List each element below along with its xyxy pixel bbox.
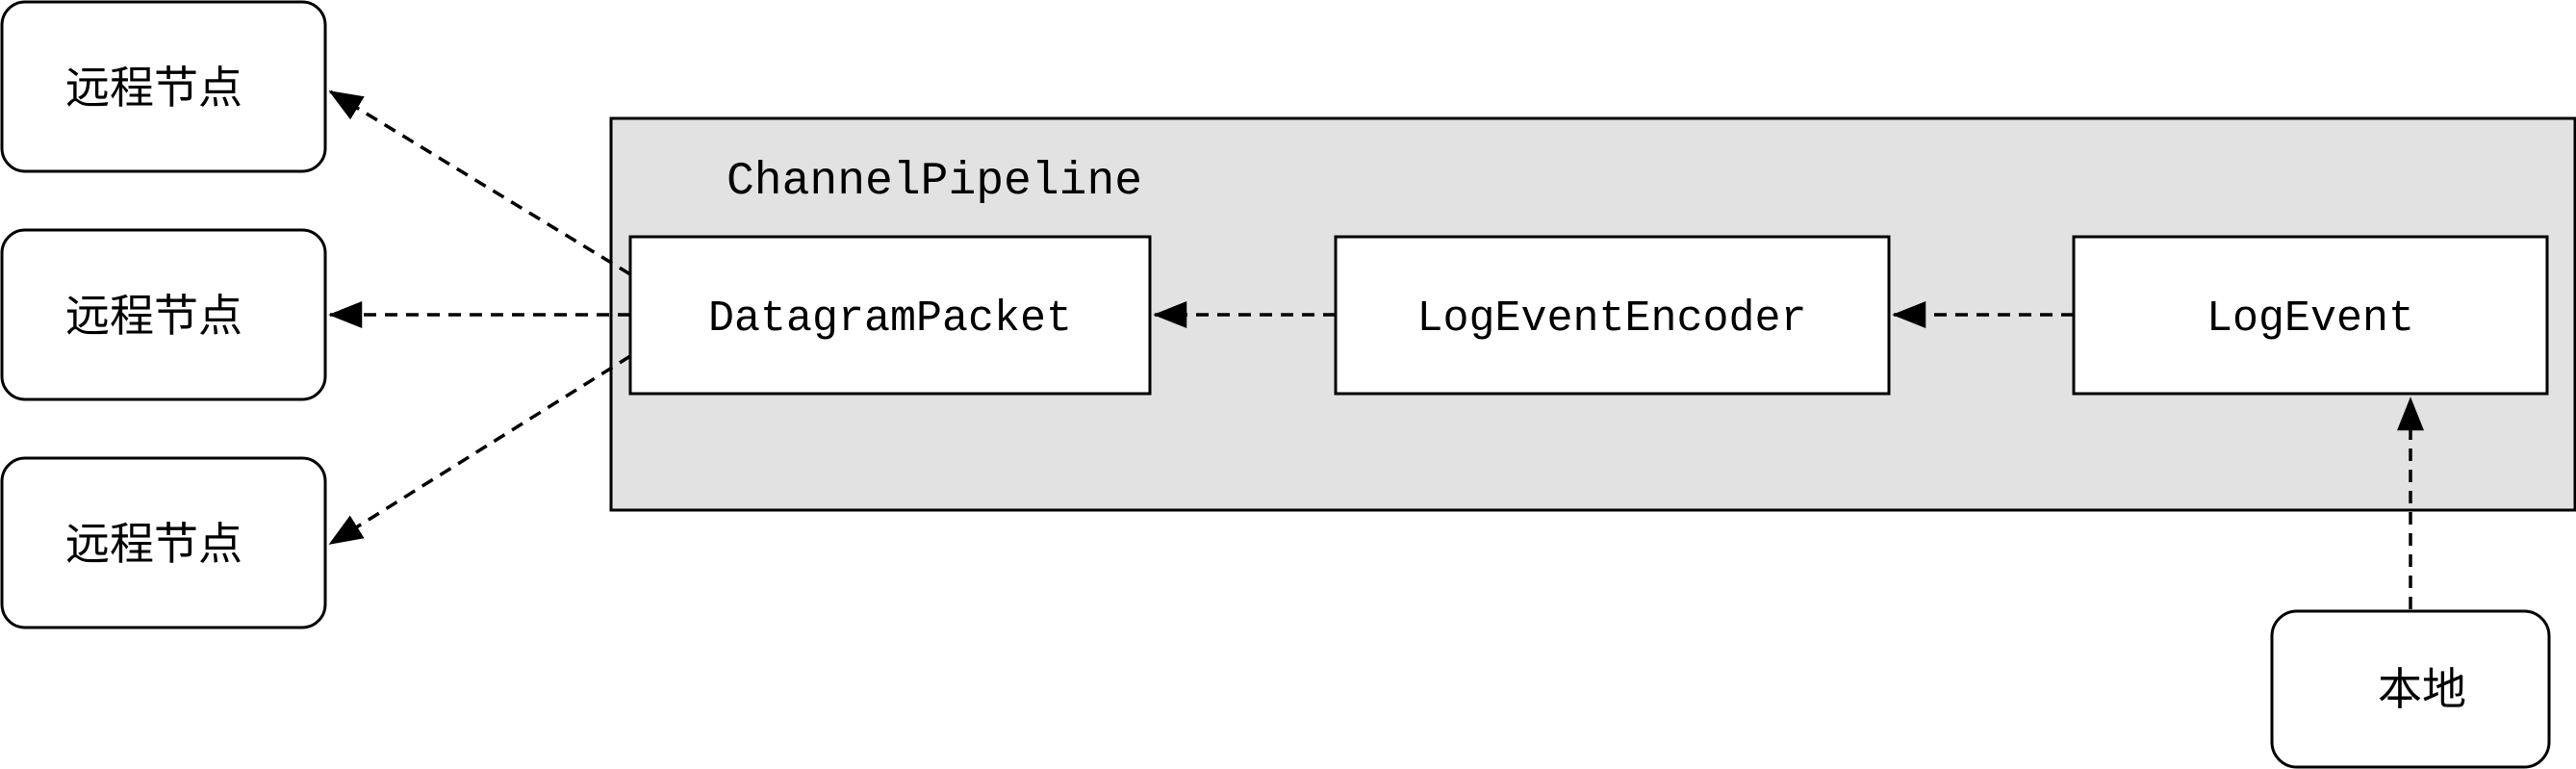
local-node-box (2270, 609, 2551, 769)
remote-node-3-box (0, 456, 327, 629)
log-event-encoder-node: LogEventEncoder (1334, 235, 1891, 396)
log-event-encoder-label: LogEventEncoder (1416, 295, 1806, 344)
remote-node-3-label: 远程节点 (65, 518, 242, 570)
log-event-encoder-box (1334, 235, 1891, 396)
local-node-label: 本地 (2378, 663, 2466, 715)
log-event-label: LogEvent (2206, 295, 2414, 344)
datagram-packet-label: DatagramPacket (708, 295, 1072, 344)
remote-node-1: 远程节点 (0, 0, 327, 173)
remote-node-1-box (0, 0, 327, 173)
channel-pipeline-label: ChannelPipeline (727, 156, 1142, 208)
log-event-box (2072, 235, 2549, 396)
remote-node-3: 远程节点 (0, 456, 327, 629)
datagram-packet-node: DatagramPacket (628, 235, 1152, 396)
datagram-packet-box (628, 235, 1152, 396)
remote-node-2-box (0, 228, 327, 401)
arrow-datagram-to-remote-1 (328, 90, 631, 276)
log-event-node: LogEvent (2072, 235, 2549, 396)
local-node: 本地 (2270, 609, 2551, 769)
remote-node-2: 远程节点 (0, 228, 327, 401)
remote-node-2-label: 远程节点 (65, 290, 242, 342)
arrow-datagram-to-remote-3 (328, 354, 631, 546)
remote-node-1-label: 远程节点 (65, 62, 242, 114)
